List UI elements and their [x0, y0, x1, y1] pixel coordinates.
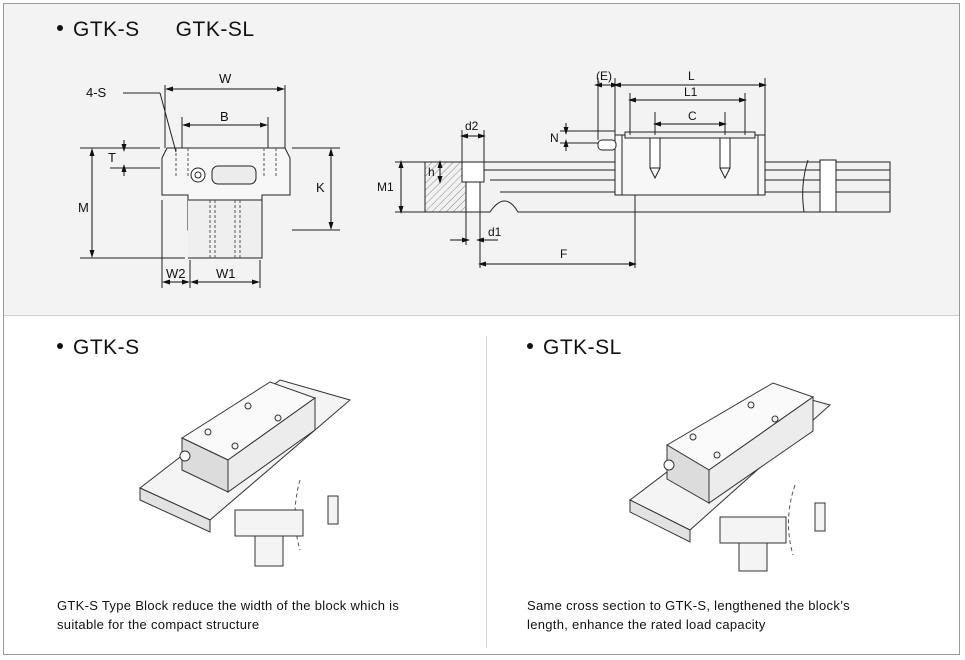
gtk-sl-heading: GTK-SL — [527, 336, 622, 360]
top-heading-right: GTK-SL — [175, 18, 255, 41]
label-k: K — [316, 180, 325, 195]
label-w1: W1 — [216, 266, 236, 281]
label-e: (E) — [596, 69, 612, 83]
bullet-icon — [57, 343, 63, 350]
label-d2: d2 — [465, 119, 479, 133]
gtk-s-caption-line1: GTK-S Type Block reduce the width of the… — [57, 598, 400, 613]
side-view-drawing: (E) L L1 C N d2 h M1 d1 F — [377, 69, 891, 268]
gtk-s-caption-line2: suitable for the compact structure — [57, 617, 260, 632]
gtk-s-heading: GTK-S — [57, 336, 140, 360]
gtk-sl-caption-line2: length, enhance the rated load capacity — [527, 617, 766, 632]
label-l: L — [688, 69, 695, 83]
top-heading: GTK-S GTK-SL — [57, 18, 255, 42]
gtk-s-block-illustration — [139, 379, 352, 567]
gtk-sl-caption-line1: Same cross section to GTK-S, lengthened … — [527, 598, 850, 613]
bullet-icon — [527, 343, 533, 350]
label-l1: L1 — [684, 85, 698, 99]
gtk-s-caption: GTK-S Type Block reduce the width of the… — [57, 596, 399, 634]
label-t: T — [108, 150, 116, 165]
label-n: N — [550, 131, 559, 145]
label-b: B — [220, 109, 229, 124]
label-c: C — [688, 109, 697, 123]
label-d1: d1 — [488, 225, 502, 239]
gtk-sl-block-illustration — [629, 382, 832, 572]
label-4-s: 4-S — [86, 85, 107, 100]
label-f: F — [560, 247, 567, 261]
section-divider — [486, 336, 487, 648]
label-m1: M1 — [377, 180, 394, 194]
label-h: h — [428, 165, 435, 179]
gtk-sl-heading-text: GTK-SL — [543, 336, 622, 359]
top-heading-left: GTK-S — [73, 18, 140, 41]
gtk-s-heading-text: GTK-S — [73, 336, 140, 359]
gtk-sl-caption: Same cross section to GTK-S, lengthened … — [527, 596, 850, 634]
front-view-drawing: 4-S W B T M K W2 W1 — [78, 71, 340, 288]
label-w2: W2 — [166, 266, 186, 281]
label-m: M — [78, 200, 89, 215]
bullet-icon — [57, 25, 63, 32]
label-w: W — [219, 71, 232, 86]
